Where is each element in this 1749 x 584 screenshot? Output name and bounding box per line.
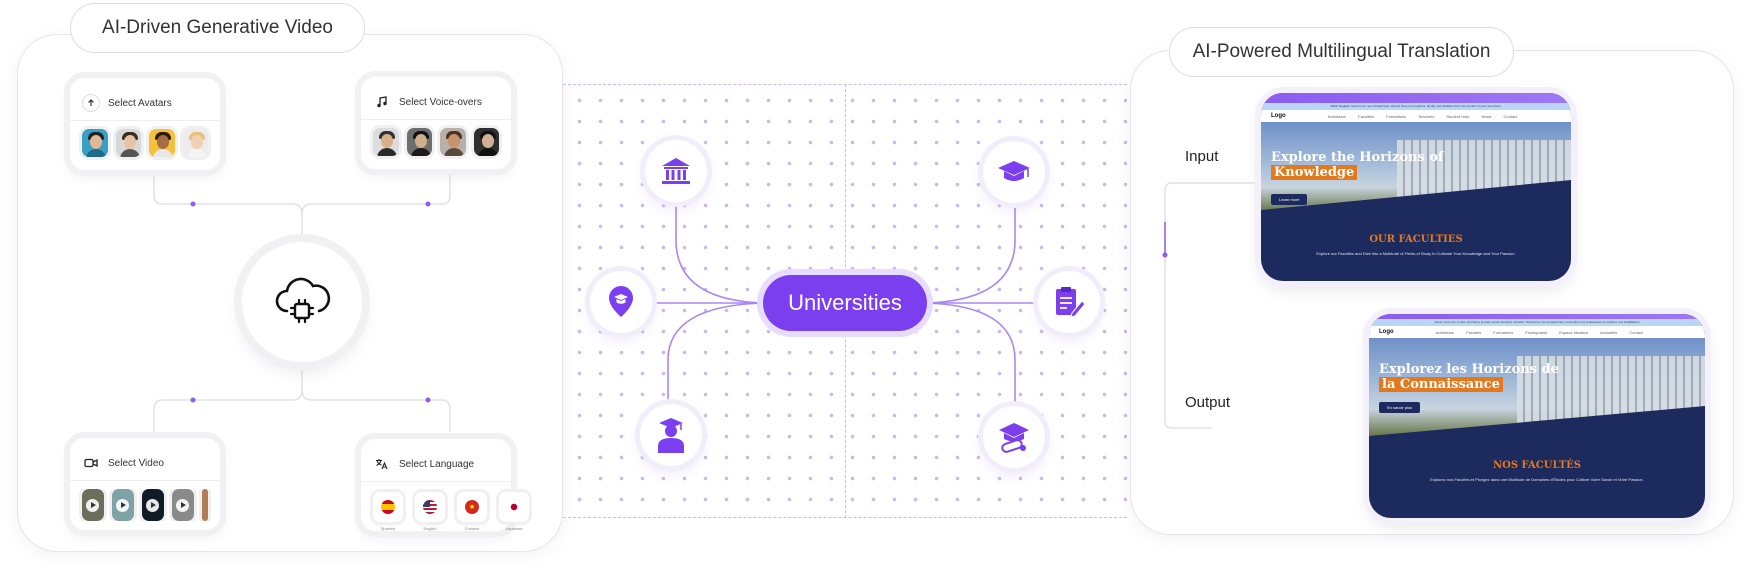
nav-item[interactable]: Contact <box>1503 113 1518 119</box>
graduate-student-node[interactable] <box>640 404 702 466</box>
select-voiceovers-label: Select Voice-overs <box>399 96 482 108</box>
select-video-card[interactable]: Select Video <box>70 438 220 530</box>
hero-cta-button[interactable]: En savoir plus <box>1379 402 1421 413</box>
site-logo: Logo <box>1379 329 1394 335</box>
vietnam-flag-icon: ★ <box>465 500 479 514</box>
video-option[interactable] <box>171 489 194 521</box>
nav-item[interactable]: Admission <box>1435 329 1455 335</box>
language-label: Japanese <box>505 526 523 531</box>
language-option-spanish[interactable]: Spanish <box>373 492 403 531</box>
universities-hub[interactable]: Universities <box>763 275 927 331</box>
hero-cta-button[interactable]: Learn more <box>1271 194 1308 205</box>
video-list <box>70 489 220 521</box>
output-website-preview: Venez nous voir à notre prochaine journé… <box>1369 314 1705 518</box>
avatar-option[interactable] <box>115 129 141 157</box>
nav-item[interactable]: Formations <box>1493 329 1514 335</box>
voiceover-option[interactable] <box>440 128 466 156</box>
language-list: Spanish English ★ Chinese Japanese <box>361 490 529 531</box>
japan-flag-icon <box>507 500 521 514</box>
play-icon <box>116 498 130 512</box>
select-language-label: Select Language <box>399 458 475 470</box>
location-education-node[interactable] <box>590 271 652 333</box>
faculties-text: Explorez nos Facultés et Plongez dans un… <box>1430 477 1644 482</box>
avatar-option[interactable] <box>182 129 208 157</box>
nav-item[interactable]: Teachers <box>1418 113 1435 119</box>
input-website-preview: NEW! Register now for our next Virtual O… <box>1261 93 1571 281</box>
select-voiceovers-card[interactable]: Select Voice-overs <box>361 77 511 169</box>
nav-item[interactable]: News <box>1481 113 1492 119</box>
video-camera-icon <box>82 454 100 472</box>
faculties-title: NOS FACULTÉS <box>1492 460 1581 471</box>
diploma-cap-icon <box>999 423 1029 453</box>
institution-node[interactable] <box>645 140 707 202</box>
graduation-cap-icon <box>998 161 1030 181</box>
site-banner: NEW! Register now for our next Virtual O… <box>1261 103 1571 110</box>
cloud-processing-node <box>242 242 362 362</box>
nav-item[interactable]: Student Help <box>1446 113 1470 119</box>
language-option-english[interactable]: English <box>415 492 445 531</box>
nav-item[interactable]: Espace étudiant <box>1559 329 1588 335</box>
select-video-label: Select Video <box>108 457 164 469</box>
video-option[interactable] <box>82 489 104 521</box>
site-hero: Explore the Horizons of Knowledge Learn … <box>1261 122 1571 230</box>
voiceover-list <box>361 128 511 156</box>
site-banner: Venez nous voir à notre prochaine journé… <box>1369 319 1705 326</box>
language-label: Chinese <box>464 526 480 531</box>
input-label: Input <box>1185 148 1219 165</box>
voiceover-option[interactable] <box>373 128 399 156</box>
hero-title: Explorez les Horizons de la Connaissance <box>1379 362 1559 392</box>
video-option[interactable] <box>201 489 209 521</box>
document-edit-node[interactable] <box>1038 271 1100 333</box>
nav-item[interactable]: Enseignants <box>1525 329 1548 335</box>
nav-item[interactable]: Admission <box>1327 113 1347 119</box>
translation-title: AI-Powered Multilingual Translation <box>1169 27 1514 77</box>
select-avatars-card[interactable]: Select Avatars <box>70 78 220 170</box>
voiceover-option[interactable] <box>473 128 499 156</box>
nav-item[interactable]: Facultés <box>1466 329 1482 335</box>
institution-icon <box>662 158 690 184</box>
upload-circle-icon <box>82 94 100 112</box>
avatar-option[interactable] <box>82 129 108 157</box>
diploma-cap-node[interactable] <box>983 406 1045 468</box>
select-language-card[interactable]: Select Language Spanish English ★ Chines… <box>361 439 529 531</box>
generative-video-title: AI-Driven Generative Video <box>70 3 365 53</box>
play-icon <box>176 498 190 512</box>
avatar-option[interactable] <box>149 129 175 157</box>
cloud-chip-icon <box>275 277 331 324</box>
play-icon <box>146 498 160 512</box>
nav-item[interactable]: Faculties <box>1358 113 1375 119</box>
nav-item[interactable]: Contact <box>1629 329 1644 335</box>
faculties-text: Explore our Faculties and Dive into a Mu… <box>1316 251 1516 256</box>
voiceover-option[interactable] <box>406 128 432 156</box>
graduation-cap-node[interactable] <box>983 141 1045 203</box>
language-option-japanese[interactable]: Japanese <box>499 492 529 531</box>
video-option[interactable] <box>111 489 134 521</box>
site-logo: Logo <box>1271 113 1286 119</box>
video-option[interactable] <box>141 489 164 521</box>
select-avatars-label: Select Avatars <box>108 97 172 109</box>
language-option-chinese[interactable]: ★ Chinese <box>457 492 487 531</box>
avatar-list <box>70 129 220 157</box>
music-note-icon <box>373 93 391 111</box>
language-label: Spanish <box>380 526 396 531</box>
spain-flag-icon <box>381 500 395 514</box>
graduate-student-icon <box>658 418 684 453</box>
document-edit-icon <box>1056 287 1086 318</box>
language-label: English <box>423 526 437 531</box>
faculties-title: OUR FACULTIES <box>1369 234 1463 245</box>
translate-icon <box>373 455 391 473</box>
nav-item[interactable]: Formations <box>1386 113 1407 119</box>
site-hero: Explorez les Horizons de la Connaissance… <box>1369 338 1705 456</box>
play-icon <box>86 498 100 512</box>
location-education-icon <box>609 286 633 317</box>
site-navbar: Logo Admission Faculties Formations Teac… <box>1261 110 1571 122</box>
nav-item[interactable]: Actualités <box>1599 329 1618 335</box>
usa-flag-icon <box>423 500 437 514</box>
output-label: Output <box>1185 394 1231 411</box>
hero-title: Explore the Horizons of Knowledge <box>1271 150 1444 180</box>
site-navbar: Logo Admission Facultés Formations Ensei… <box>1369 326 1705 338</box>
